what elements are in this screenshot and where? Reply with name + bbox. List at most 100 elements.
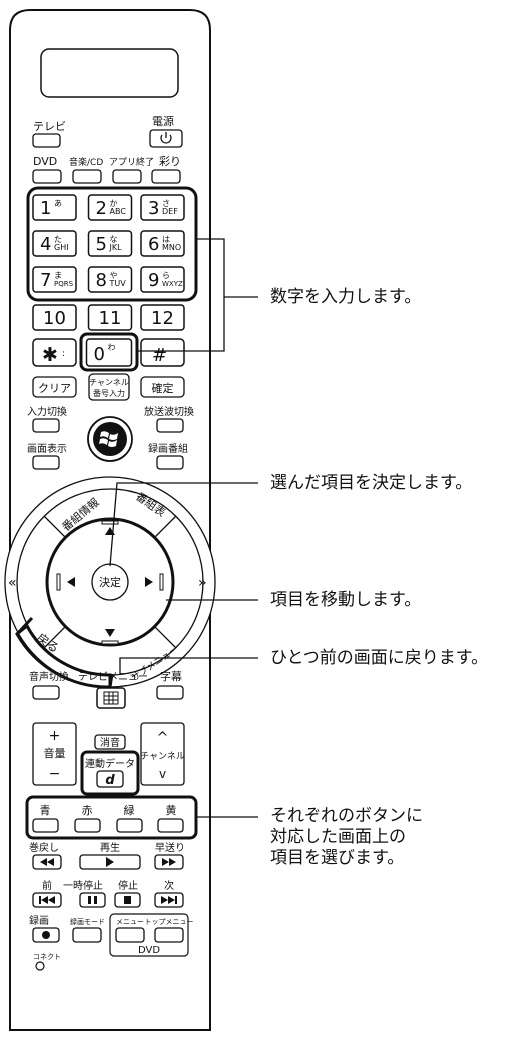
- screen-display-button[interactable]: [32, 455, 60, 470]
- tv-menu-grid-icon: [103, 691, 119, 705]
- tv-menu-button[interactable]: [96, 687, 126, 709]
- number-key-10-number: 10: [43, 308, 66, 329]
- pause-icon: [88, 896, 97, 904]
- number-key-8-number: 8: [96, 270, 107, 291]
- volume-plus-label: +: [49, 728, 61, 744]
- number-key-6-number: 6: [148, 234, 159, 255]
- clear-button[interactable]: [32, 376, 77, 398]
- data-button[interactable]: [96, 770, 124, 788]
- data-label: 連動データ: [85, 757, 135, 770]
- channel-input-label-1: チャンネル: [89, 378, 129, 387]
- tv-menu-label: テレビメニュー: [78, 671, 148, 683]
- number-key-8-kana: や: [110, 271, 118, 280]
- display-window: [40, 48, 179, 98]
- music-cd-button[interactable]: [72, 169, 102, 184]
- blue-label: 青: [40, 804, 51, 817]
- number-key-1[interactable]: [32, 194, 77, 221]
- number-key-0[interactable]: [85, 338, 133, 367]
- number-key-2-letters: ABC: [110, 207, 127, 216]
- callout-back: ひとつ前の画面に戻ります。: [270, 648, 489, 668]
- rewind-label: 巻戻し: [29, 841, 59, 854]
- number-key-5-kana: な: [110, 235, 118, 244]
- pause-button[interactable]: [79, 892, 106, 908]
- down-arrow-icon[interactable]: [105, 629, 115, 637]
- prev-icon: [39, 896, 55, 904]
- number-key-2[interactable]: [87, 194, 133, 221]
- back-button-highlight-extend: [15, 616, 114, 688]
- app-end-button[interactable]: [112, 169, 142, 184]
- broadcast-switch-button[interactable]: [156, 418, 184, 433]
- number-key-8[interactable]: [87, 266, 133, 293]
- left-arrow-icon[interactable]: [67, 577, 75, 587]
- rec-mode-label: 録画モード: [70, 917, 105, 926]
- blue-button[interactable]: [32, 818, 59, 833]
- number-key-12[interactable]: [140, 304, 185, 331]
- number-key-3[interactable]: [140, 194, 185, 221]
- number-key-9[interactable]: [140, 266, 185, 293]
- channel-input-button[interactable]: [88, 373, 130, 401]
- number-key-5-number: 5: [96, 234, 107, 255]
- confirm-button-label: 確定: [152, 381, 174, 395]
- volume-minus-label: −: [49, 766, 61, 782]
- right-arrow-icon[interactable]: [145, 577, 153, 587]
- dvd-label: DVD: [33, 155, 57, 168]
- screen-display-label: 画面表示: [27, 442, 67, 455]
- number-key-0-kana: わ: [108, 343, 116, 352]
- channel-down-label: v: [159, 767, 166, 781]
- confirm-button[interactable]: [140, 376, 185, 398]
- left-tick: [56, 573, 61, 591]
- number-key-0-number: 0: [94, 344, 105, 365]
- clear-button-label: クリア: [38, 382, 71, 395]
- rewind-chevron-icon: «: [8, 575, 17, 591]
- menu-button[interactable]: [115, 927, 145, 943]
- power-label: 電源: [152, 114, 174, 128]
- input-switch-button[interactable]: [32, 418, 60, 433]
- mute-button[interactable]: [94, 734, 126, 750]
- irodori-button[interactable]: [151, 169, 181, 184]
- next-label: 次: [164, 879, 174, 892]
- yellow-button[interactable]: [157, 818, 184, 833]
- rec-programs-button[interactable]: [156, 455, 184, 470]
- prev-label: 前: [42, 879, 52, 892]
- number-key-7-kana: ま: [54, 271, 62, 280]
- record-icon: [42, 931, 50, 939]
- record-label: 録画: [29, 914, 49, 927]
- next-icon: [161, 896, 177, 904]
- number-key-5[interactable]: [87, 230, 133, 257]
- fast-forward-icon: [162, 858, 176, 866]
- power-button[interactable]: [149, 129, 183, 148]
- green-button[interactable]: [116, 818, 143, 833]
- number-key-4-number: 4: [40, 234, 51, 255]
- star-button[interactable]: [32, 338, 77, 367]
- data-button-highlight: [80, 750, 140, 796]
- number-key-6[interactable]: [140, 230, 185, 257]
- callout-lines: [109, 238, 258, 818]
- number-key-11[interactable]: [87, 304, 133, 331]
- tv-label: テレビ: [33, 120, 66, 133]
- subtitle-button[interactable]: [156, 685, 184, 700]
- rec-mode-button[interactable]: [72, 927, 102, 943]
- hash-button[interactable]: [140, 338, 185, 367]
- number-key-7[interactable]: [32, 266, 77, 293]
- number-key-9-number: 9: [148, 270, 159, 291]
- play-icon: [106, 857, 114, 867]
- audio-switch-label: 音声切換: [29, 670, 69, 683]
- audio-switch-button[interactable]: [32, 685, 60, 700]
- volume-rocker[interactable]: [32, 722, 77, 786]
- number-key-8-letters: TUV: [109, 279, 127, 288]
- tv-button[interactable]: [32, 133, 61, 148]
- number-key-4[interactable]: [32, 230, 77, 257]
- ok-button-label: 決定: [99, 575, 121, 589]
- menu-label: メニュー: [116, 918, 144, 926]
- connect-label: コネクト: [33, 953, 61, 961]
- channel-rocker[interactable]: [140, 722, 185, 786]
- dvd-group-label: DVD: [138, 945, 160, 956]
- pause-label: 一時停止: [63, 879, 103, 892]
- number-key-11-number: 11: [99, 308, 122, 329]
- top-menu-label: トップメニュー: [145, 918, 194, 926]
- top-menu-button[interactable]: [154, 927, 184, 943]
- number-key-10[interactable]: [32, 304, 77, 331]
- red-button[interactable]: [74, 818, 101, 833]
- dvd-button[interactable]: [32, 169, 62, 184]
